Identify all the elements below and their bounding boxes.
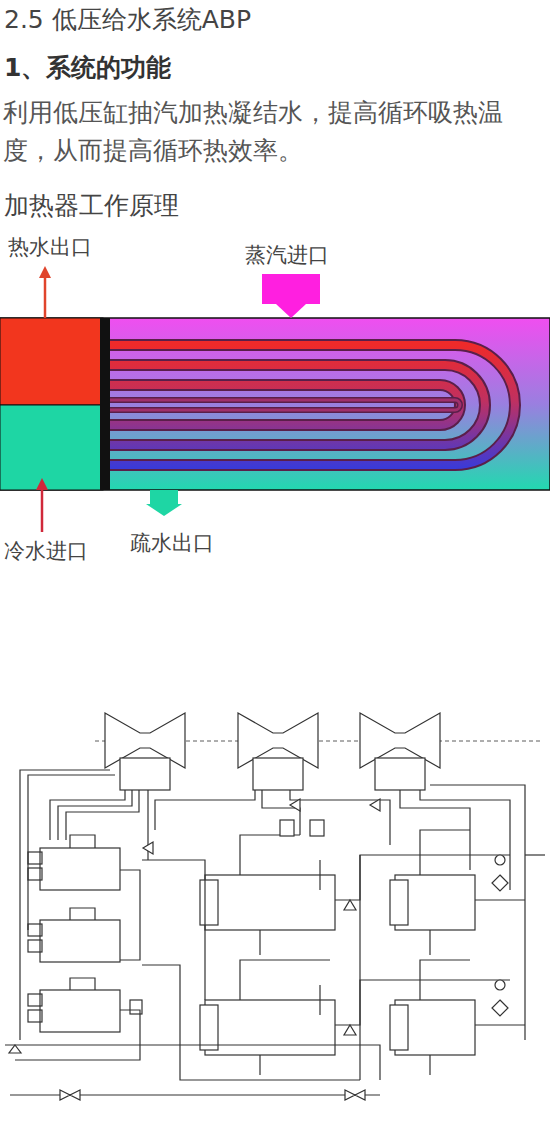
description-text: 利用低压缸抽汽加热凝结水，提高循环吸热温度，从而提高循环热效率。 xyxy=(3,94,547,170)
port-label: 疏水出口 xyxy=(130,530,214,556)
port-label: 热水出口 xyxy=(8,234,92,260)
section-heading: 1、系统的功能 xyxy=(4,52,171,84)
port-label: 冷水进口 xyxy=(4,538,88,564)
port-label: 蒸汽进口 xyxy=(245,242,329,268)
page-title: 2.5 低压给水系统ABP xyxy=(4,4,251,36)
section-heading: 加热器工作原理 xyxy=(4,190,179,222)
